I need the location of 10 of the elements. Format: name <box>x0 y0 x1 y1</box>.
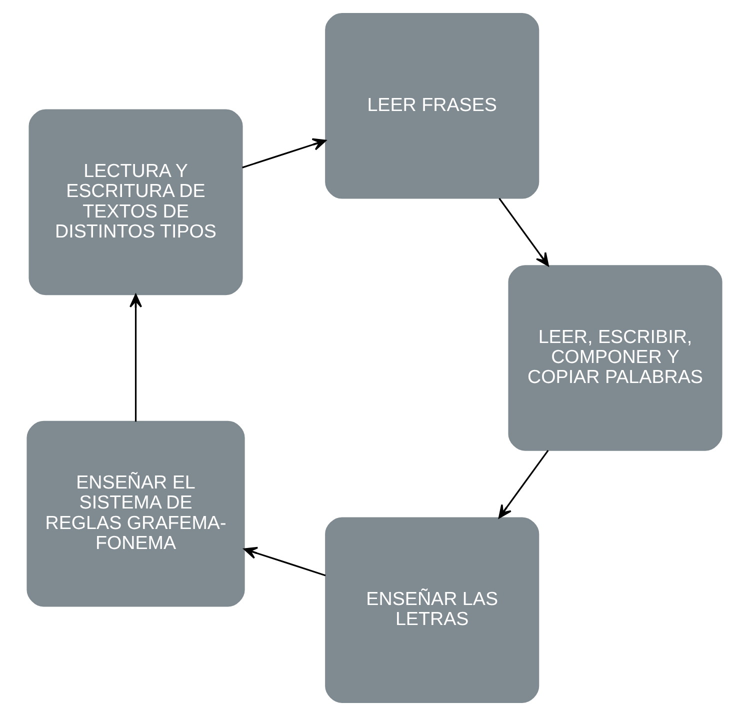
arrow <box>130 294 142 422</box>
node-box: ENSEÑAR LAS LETRAS <box>325 517 540 703</box>
node-box: LECTURA Y ESCRITURA DE TEXTOS DE DISTINTOS TIPOS <box>28 109 243 296</box>
arrow <box>498 198 549 266</box>
arrow <box>242 138 326 168</box>
node-box: LEER FRASES <box>325 13 540 199</box>
arrow <box>244 546 326 576</box>
node-box: ENSEÑAR EL SISTEMA DE REGLAS GRAFEMA-FONEMA <box>26 420 245 607</box>
arrow <box>498 450 549 518</box>
node-box: LEER, ESCRIBIR, COMPONER Y COPIAR PALABRAS <box>508 265 722 451</box>
